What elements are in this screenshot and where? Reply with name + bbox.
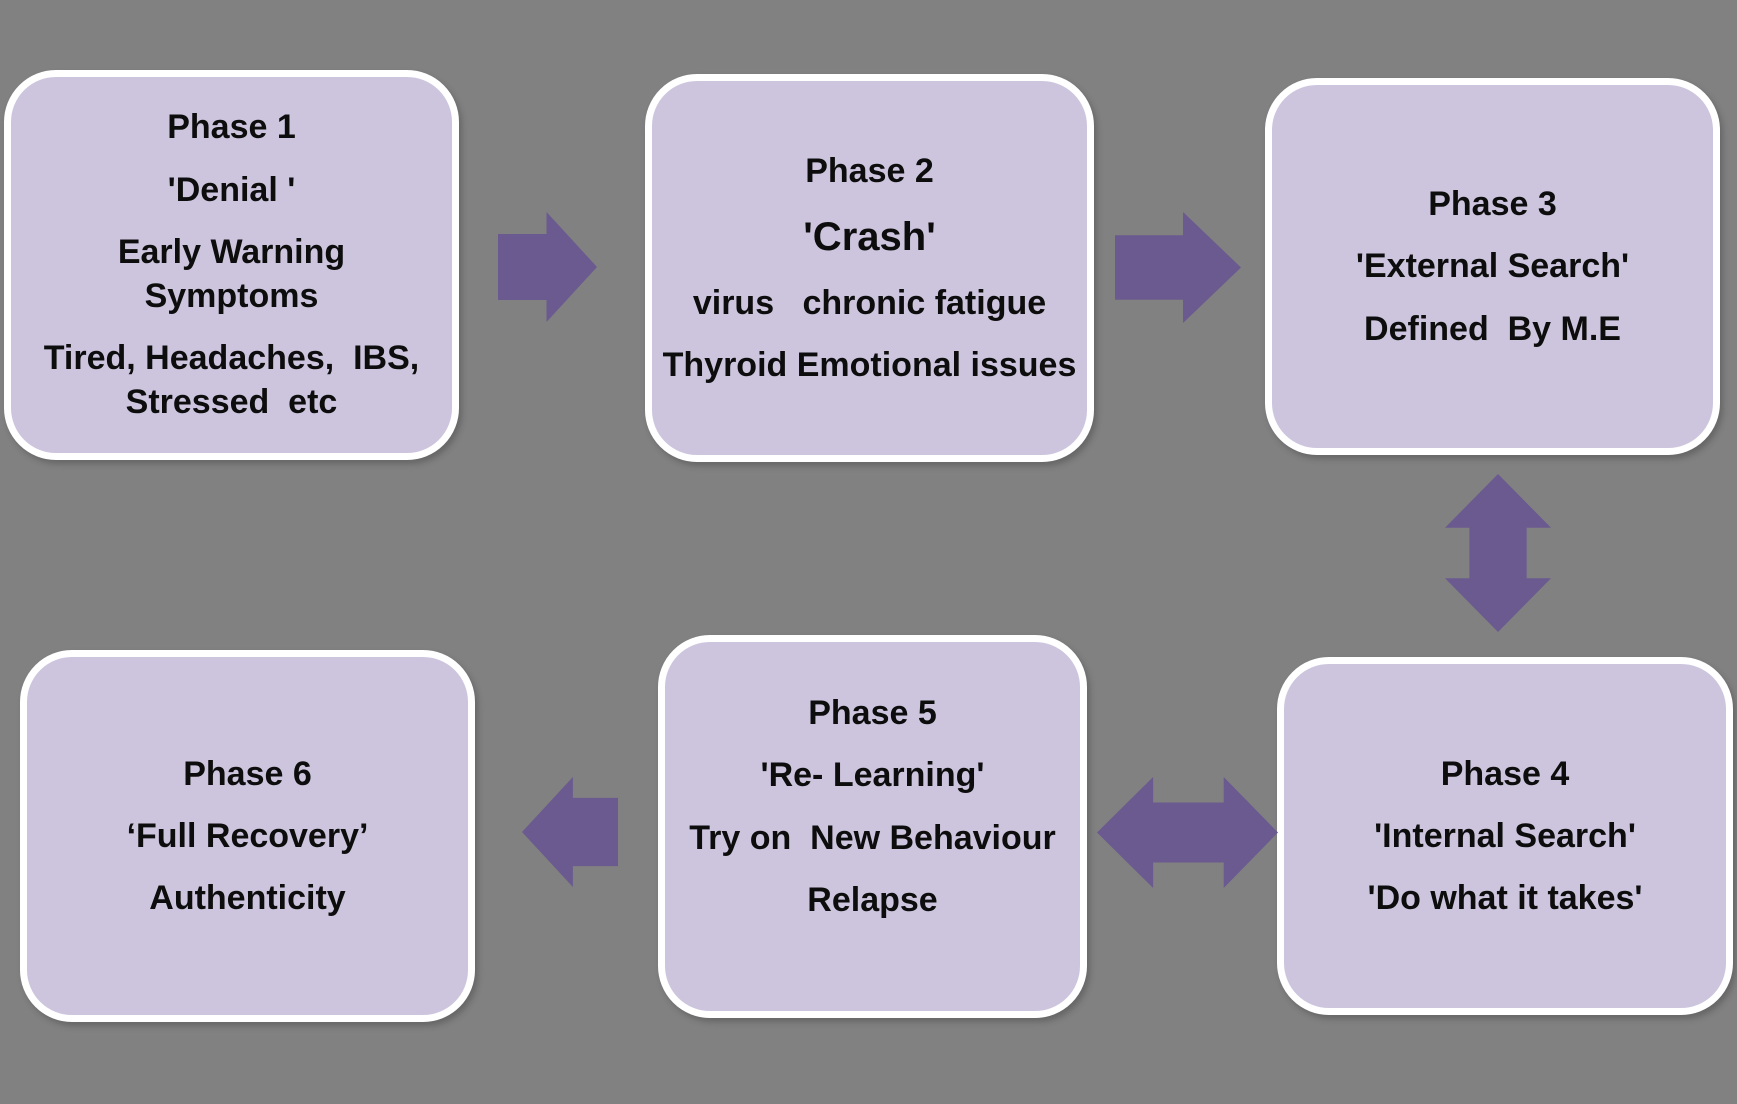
phase2-detail-1: virus chronic fatigue xyxy=(692,283,1047,322)
phase2-title: Phase 2 xyxy=(805,151,934,190)
vertical-double-arrow-icon xyxy=(1445,474,1551,632)
right-arrow-icon xyxy=(1115,212,1241,323)
phase3-subtitle: 'External Search' xyxy=(1355,247,1630,286)
horizontal-double-arrow-icon xyxy=(1097,777,1278,888)
phase5-detail-1: Try on New Behaviour xyxy=(689,818,1056,857)
phase4-box: Phase 4 'Internal Search' 'Do what it ta… xyxy=(1277,657,1733,1015)
phase4-title: Phase 4 xyxy=(1440,754,1570,793)
phase1-box: Phase 1 'Denial ' Early Warning Symptoms… xyxy=(4,70,459,460)
phase1-detail-2: Tired, Headaches, IBS, Stressed etc xyxy=(43,339,420,422)
phase1-title: Phase 1 xyxy=(167,108,296,147)
phase2-detail-2: Thyroid Emotional issues xyxy=(662,346,1077,385)
phase5-subtitle: 'Re- Learning' xyxy=(760,756,985,795)
phase3-title: Phase 3 xyxy=(1428,185,1557,224)
phase1-detail-1: Early Warning Symptoms xyxy=(117,232,346,315)
right-arrow-icon xyxy=(498,212,597,322)
left-arrow-icon xyxy=(522,777,618,887)
phase4-subtitle: 'Internal Search' xyxy=(1374,816,1636,855)
phase2-box: Phase 2 'Crash' virus chronic fatigue Th… xyxy=(645,74,1094,462)
phase3-detail-1: Defined By M.E xyxy=(1364,309,1621,348)
phase5-box: Phase 5 'Re- Learning' Try on New Behavi… xyxy=(658,635,1087,1018)
phase2-subtitle: 'Crash' xyxy=(803,214,936,259)
phase5-detail-2: Relapse xyxy=(807,880,938,919)
phase1-subtitle: 'Denial ' xyxy=(167,170,296,209)
phase3-box: Phase 3 'External Search' Defined By M.E xyxy=(1265,78,1720,455)
phase6-box: Phase 6 ‘Full Recovery’ Authenticity xyxy=(20,650,475,1022)
phase6-detail-1: Authenticity xyxy=(149,879,346,918)
phase6-title: Phase 6 xyxy=(183,754,312,793)
phase6-subtitle: ‘Full Recovery’ xyxy=(126,816,369,855)
phase5-title: Phase 5 xyxy=(808,694,937,733)
phase4-detail-1: 'Do what it takes' xyxy=(1367,879,1643,918)
